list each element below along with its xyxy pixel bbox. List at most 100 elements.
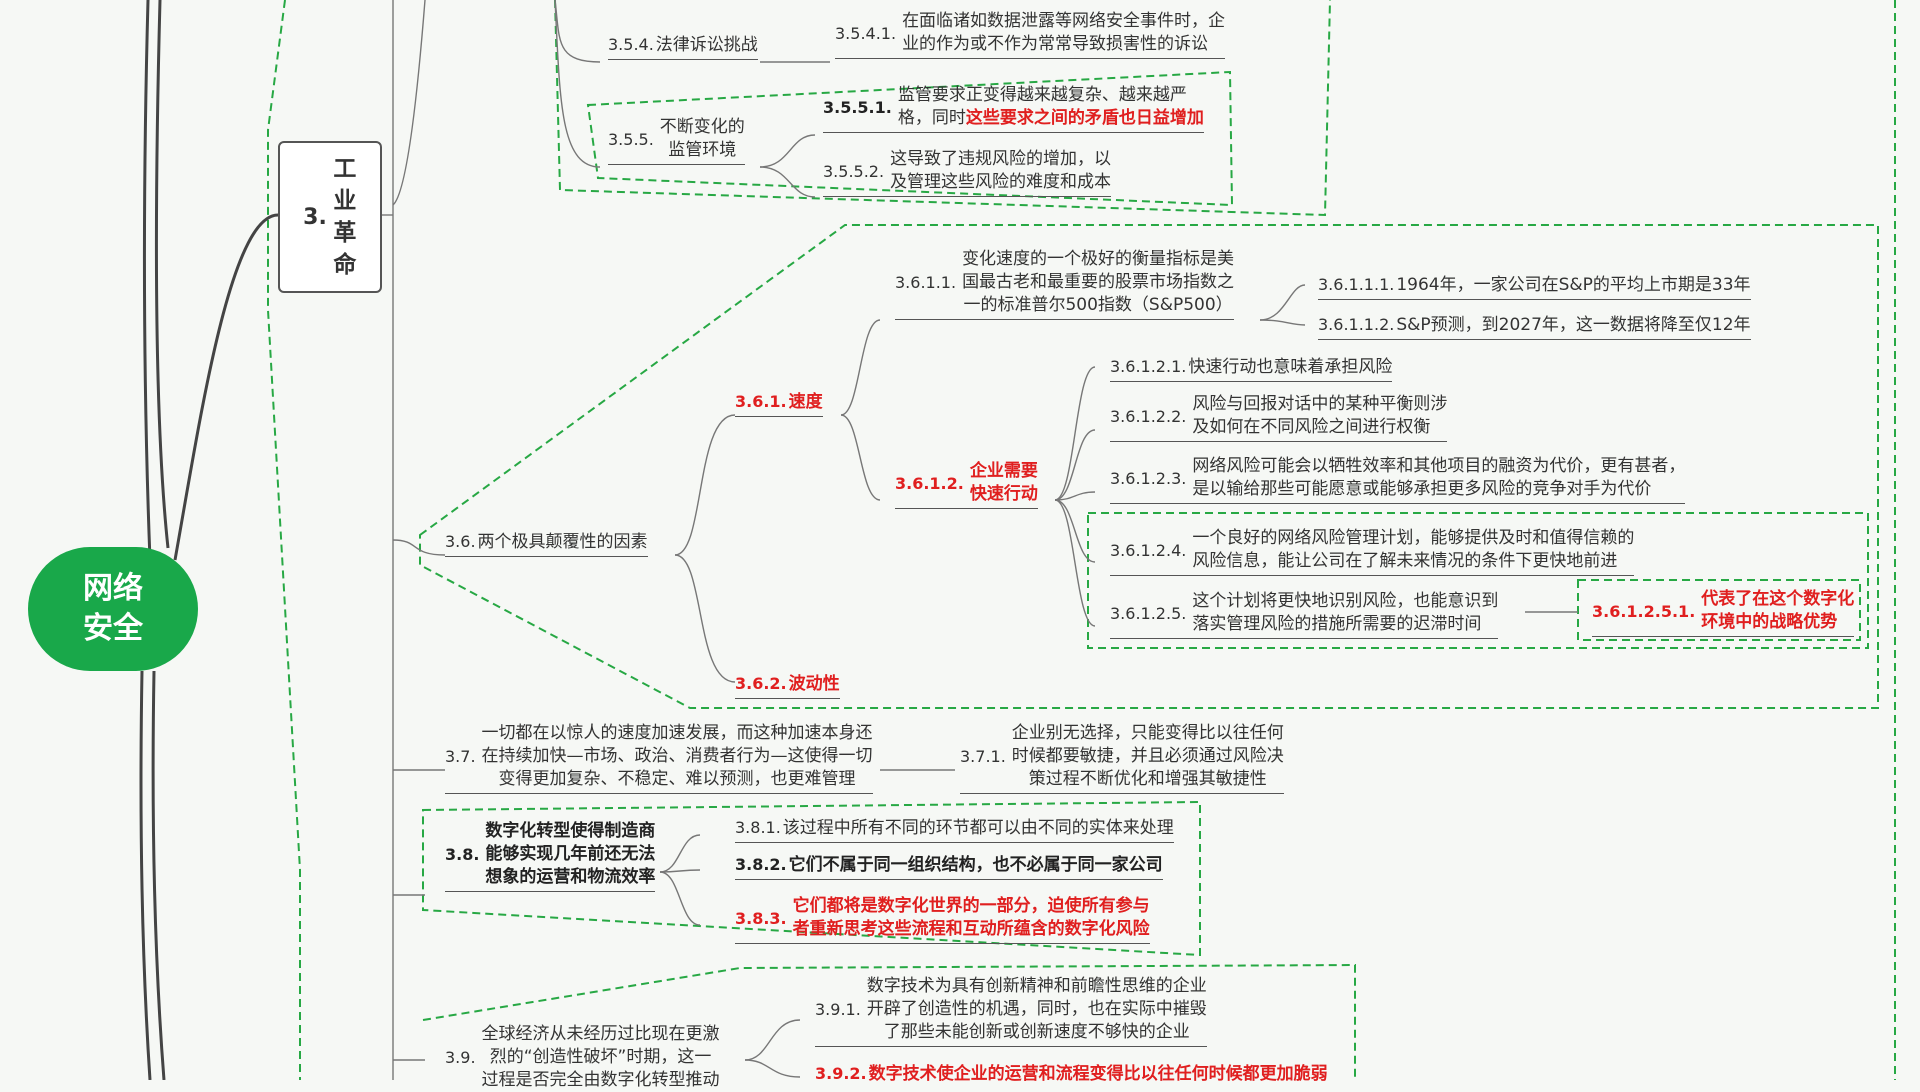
group-3-8-dashed-boundary (422, 800, 1201, 957)
node-3-5-5[interactable]: 3.5.5. 不断变化的监管环境 (608, 116, 745, 165)
node-3-6-1-2-3-number: 3.6.1.2.3. (1110, 468, 1187, 488)
node-3-6-1-1-line3: 一的标准普尔500指数（S&P500） (963, 295, 1233, 315)
node-3-5-4-1-line1: 在面临诸如数据泄露等网络安全事件时，企 (902, 11, 1226, 31)
section-3-industrial-revolution-node[interactable]: 3. 工业革命 (278, 141, 382, 293)
node-3-7-1-line2: 时候都要敏捷，并且必须通过风险决 (1011, 746, 1284, 766)
node-3-6-1-2-4-number: 3.6.1.2.4. (1110, 540, 1187, 560)
node-3-8-3[interactable]: 3.8.3. 它们都将是数字化世界的一部分，迫使所有参与者重新思考这些流程和互动… (735, 895, 1150, 944)
node-3-6-1-2-1-number: 3.6.1.2.1. (1110, 357, 1187, 376)
node-3-7-line2: 在持续加快—市场、政治、消费者行为—这使得一切 (481, 746, 873, 766)
root-label-line1: 网络 (83, 571, 143, 606)
node-3-9-line3: 过程是否完全由数字化转型推动 (481, 1070, 720, 1090)
node-3-6-1-2[interactable]: 3.6.1.2. 企业需要快速行动 (895, 460, 1038, 509)
node-3-6-1-2-4[interactable]: 3.6.1.2.4. 一个良好的网络风险管理计划，能够提供及时和值得信赖的风险信… (1110, 527, 1635, 576)
node-3-9-line1: 全球经济从未经历过比现在更激 (481, 1024, 720, 1044)
node-3-5-5-2[interactable]: 3.5.5.2. 这导致了违规风险的增加，以及管理这些风险的难度和成本 (823, 148, 1112, 197)
node-3-5-4-1-line2: 业的作为或不作为常常导致损害性的诉讼 (902, 34, 1209, 54)
root-node-cybersecurity[interactable]: 网络安全 (28, 547, 198, 671)
group-3-6-dashed-boundary (419, 224, 1879, 709)
node-3-6-1-2-4-line1: 一个良好的网络风险管理计划，能够提供及时和值得信赖的 (1192, 528, 1635, 548)
node-3-9-1[interactable]: 3.9.1. 数字技术为具有创新精神和前瞻性思维的企业开辟了创造性的机遇，同时，… (815, 975, 1207, 1047)
node-3-5-5-1-number: 3.5.5.1. (823, 97, 892, 117)
node-3-6-1-2-2[interactable]: 3.6.1.2.2. 风险与回报对话中的某种平衡则涉及如何在不同风险之间进行权衡 (1110, 393, 1448, 442)
node-3-6-1-1-2-number: 3.6.1.1.2. (1318, 315, 1395, 334)
group-3-5-dashed-boundary (554, 0, 1331, 217)
node-3-6-1-1-line2: 国最古老和最重要的股票市场指数之 (962, 272, 1235, 292)
node-3-6-1-1-line1: 变化速度的一个极好的衡量指标是美 (962, 249, 1235, 269)
node-3-5-5-1-line1: 监管要求正变得越来越复杂、越来越严 (897, 85, 1187, 105)
node-3-6-1-2-2-number: 3.6.1.2.2. (1110, 406, 1187, 426)
node-3-6-1-1-2-text: S&P预测，到2027年，这一数据将降至仅12年 (1396, 315, 1751, 335)
node-3-5-4-text: 法律诉讼挑战 (655, 35, 758, 55)
root-label-line2: 安全 (83, 611, 143, 646)
group-3-dashed-boundary (267, 0, 301, 1080)
node-3-6-number: 3.6. (445, 532, 476, 551)
node-3-8-1-number: 3.8.1. (735, 818, 781, 837)
node-3-8-1[interactable]: 3.8.1.该过程中所有不同的环节都可以由不同的实体来处理 (735, 816, 1174, 843)
node-3-6-1-2-3-line2: 是以输给那些可能愿意或能够承担更多风险的竞争对手为代价 (1192, 479, 1652, 499)
node-3-8-line3: 想象的运营和物流效率 (485, 867, 656, 887)
node-3-6-2-number: 3.6.2. (735, 674, 787, 693)
node-3-6-1-2-number: 3.6.1.2. (895, 473, 964, 493)
node-3-6[interactable]: 3.6.两个极具颠覆性的因素 (445, 530, 648, 557)
node-3-7-1-number: 3.7.1. (960, 747, 1006, 766)
node-3-8-2[interactable]: 3.8.2.它们不属于同一组织结构，也不必属于同一家公司 (735, 853, 1163, 880)
node-3-6-1-2-5-1[interactable]: 3.6.1.2.5.1. 代表了在这个数字化环境中的战略优势 (1592, 588, 1855, 637)
node-3-9-2-text: 数字技术使企业的运营和流程变得比以往任何时候都更加脆弱 (868, 1064, 1328, 1084)
node-3-5-5-1-line2a: 格，同时 (897, 108, 966, 128)
node-3-8-2-text: 它们不属于同一组织结构，也不必属于同一家公司 (788, 855, 1163, 875)
node-3-6-1-2-3[interactable]: 3.6.1.2.3. 网络风险可能会以牺牲效率和其他项目的融资为代价，更有甚者，… (1110, 455, 1686, 504)
node-3-6-1-2-line2: 快速行动 (969, 484, 1038, 504)
node-3-9[interactable]: 3.9. 全球经济从未经历过比现在更激烈的“创造性破坏”时期，这一过程是否完全由… (445, 1023, 720, 1092)
node-3-9-2[interactable]: 3.9.2.数字技术使企业的运营和流程变得比以往任何时候都更加脆弱 (815, 1062, 1328, 1086)
node-3-7-line3: 变得更加复杂、不稳定、难以预测，也更难管理 (498, 769, 856, 789)
node-3-7[interactable]: 3.7. 一切都在以惊人的速度加速发展，而这种加速本身还在持续加快—市场、政治、… (445, 722, 873, 794)
node-3-6-1[interactable]: 3.6.1.速度 (735, 390, 823, 417)
node-3-5-5-2-line2: 及管理这些风险的难度和成本 (890, 172, 1112, 192)
node-3-8-number: 3.8. (445, 845, 480, 864)
node-3-6-1-number: 3.6.1. (735, 392, 787, 411)
node-3-6-1-2-5-1-line2: 环境中的战略优势 (1701, 612, 1838, 632)
node-3-5-5-2-line1: 这导致了违规风险的增加，以 (890, 149, 1112, 169)
section-3-label: 工业革命 (333, 156, 357, 278)
node-3-5-5-number: 3.5.5. (608, 129, 654, 149)
section-3-number: 3. (303, 204, 327, 230)
group-3-5-5-dashed-boundary (586, 70, 1234, 207)
node-3-5-4-1-number: 3.5.4.1. (835, 23, 897, 43)
node-3-6-2[interactable]: 3.6.2.波动性 (735, 672, 840, 699)
node-3-5-4[interactable]: 3.5.4.法律诉讼挑战 (608, 33, 758, 60)
node-3-8-3-line2: 者重新思考这些流程和互动所蕴含的数字化风险 (792, 919, 1150, 939)
node-3-7-1-line1: 企业别无选择，只能变得比以往任何 (1011, 723, 1284, 743)
node-3-7-1[interactable]: 3.7.1. 企业别无选择，只能变得比以往任何时候都要敏捷，并且必须通过风险决策… (960, 722, 1284, 794)
node-3-9-1-line3: 了那些未能创新或创新速度不够快的企业 (883, 1022, 1190, 1042)
node-3-6-1-2-3-line1: 网络风险可能会以牺牲效率和其他项目的融资为代价，更有甚者， (1192, 456, 1686, 476)
node-3-6-1-1-1[interactable]: 3.6.1.1.1.1964年，一家公司在S&P的平均上市期是33年 (1318, 273, 1751, 300)
node-3-6-1-2-2-line2: 及如何在不同风险之间进行权衡 (1192, 417, 1431, 437)
node-3-5-4-1[interactable]: 3.5.4.1. 在面临诸如数据泄露等网络安全事件时，企业的作为或不作为常常导致… (835, 10, 1226, 59)
node-3-6-1-2-5-line2: 落实管理风险的措施所需要的迟滞时间 (1192, 614, 1482, 634)
node-3-6-1-2-5-number: 3.6.1.2.5. (1110, 603, 1187, 623)
node-3-8-3-line1: 它们都将是数字化世界的一部分，迫使所有参与 (792, 896, 1150, 916)
node-3-8[interactable]: 3.8. 数字化转型使得制造商能够实现几年前还无法想象的运营和物流效率 (445, 820, 656, 892)
node-3-6-1-2-5-1-number: 3.6.1.2.5.1. (1592, 601, 1696, 621)
node-3-5-5-1[interactable]: 3.5.5.1. 监管要求正变得越来越复杂、越来越严格，同时这些要求之间的矛盾也… (823, 84, 1204, 133)
node-3-5-5-1-line2b-emphasis: 这些要求之间的矛盾也日益增加 (965, 108, 1204, 128)
node-3-5-5-line2: 监管环境 (668, 140, 737, 160)
node-3-6-1-1[interactable]: 3.6.1.1. 变化速度的一个极好的衡量指标是美国最古老和最重要的股票市场指数… (895, 248, 1235, 320)
node-3-6-1-2-1[interactable]: 3.6.1.2.1.快速行动也意味着承担风险 (1110, 355, 1393, 382)
node-3-6-2-text: 波动性 (788, 674, 840, 694)
node-3-7-number: 3.7. (445, 747, 476, 766)
node-3-6-1-text: 速度 (788, 392, 823, 412)
node-3-9-1-number: 3.9.1. (815, 1000, 861, 1019)
node-3-6-1-2-1-text: 快速行动也意味着承担风险 (1188, 357, 1393, 377)
node-3-7-1-line3: 策过程不断优化和增强其敏捷性 (1028, 769, 1267, 789)
node-3-9-2-number: 3.9.2. (815, 1064, 867, 1083)
node-3-6-1-1-2[interactable]: 3.6.1.1.2.S&P预测，到2027年，这一数据将降至仅12年 (1318, 313, 1751, 340)
node-3-7-line1: 一切都在以惊人的速度加速发展，而这种加速本身还 (481, 723, 873, 743)
node-3-9-number: 3.9. (445, 1048, 476, 1067)
node-3-8-3-number: 3.8.3. (735, 908, 787, 928)
node-3-8-1-text: 该过程中所有不同的环节都可以由不同的实体来处理 (782, 818, 1174, 838)
node-3-6-1-2-5-1-line1: 代表了在这个数字化 (1701, 589, 1855, 609)
node-3-6-1-2-5[interactable]: 3.6.1.2.5. 这个计划将更快地识别风险，也能意识到落实管理风险的措施所需… (1110, 590, 1499, 639)
